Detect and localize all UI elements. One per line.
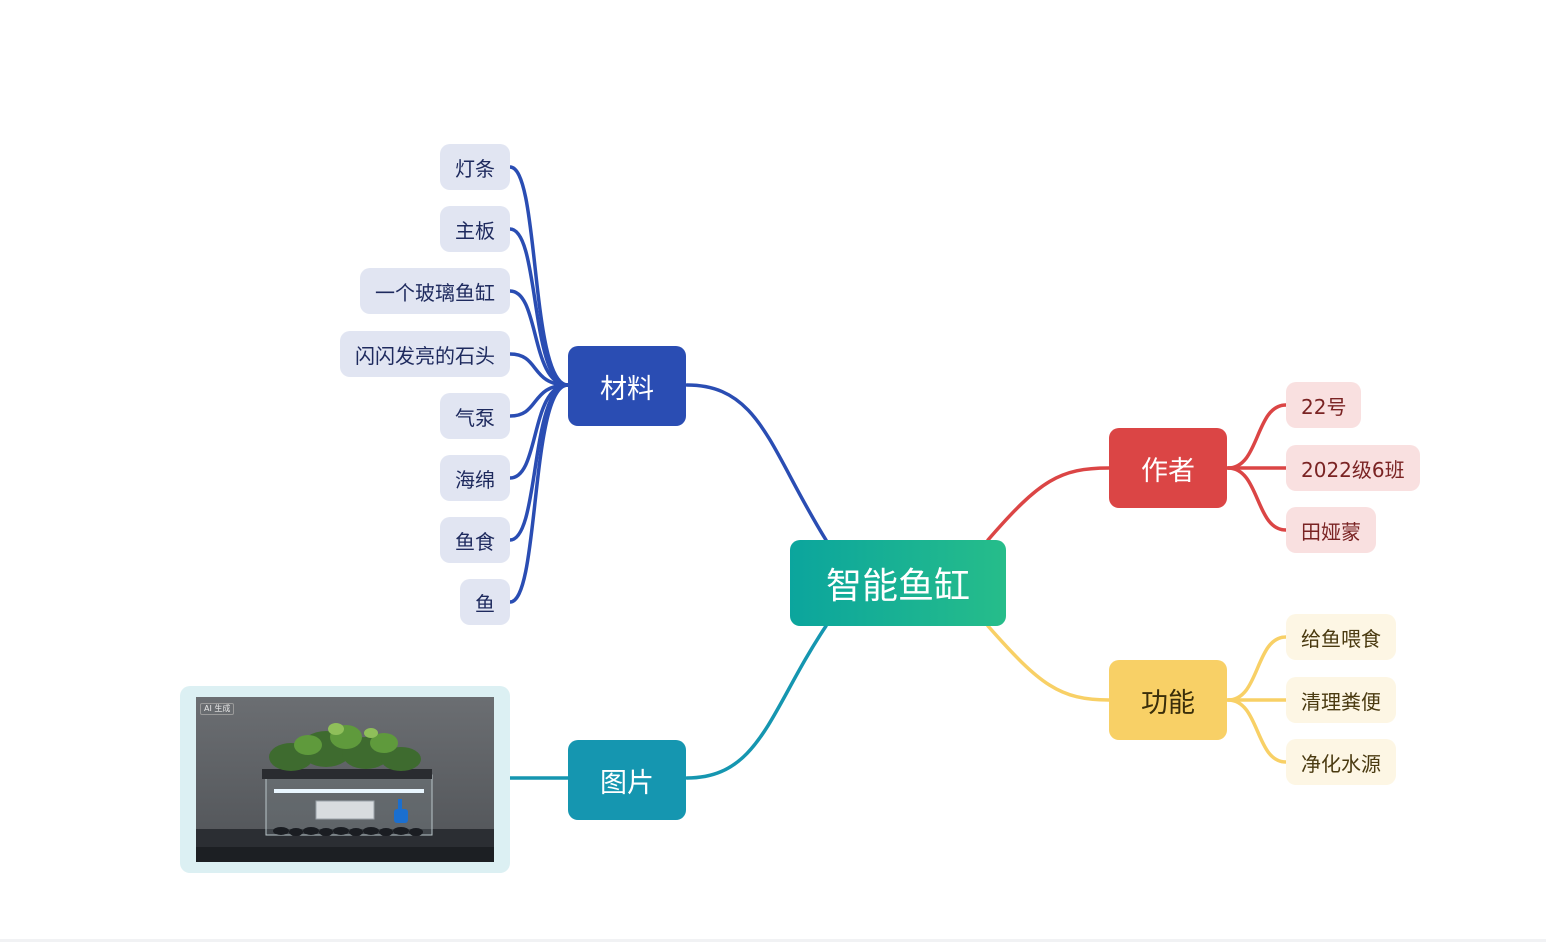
leaf-label: 净化水源: [1301, 751, 1381, 776]
leaf-label: 主板: [455, 218, 495, 243]
branch-author[interactable]: 作者: [1109, 428, 1227, 508]
link-root-author: [986, 466, 1111, 542]
leaf-author-0[interactable]: 22号: [1286, 382, 1362, 428]
root-node[interactable]: 智能鱼缸: [790, 540, 1006, 626]
link-author-0: [1226, 403, 1288, 470]
leaf-function-2[interactable]: 净化水源: [1286, 739, 1396, 785]
leaf-materials-1[interactable]: 主板: [440, 206, 510, 252]
root-label: 智能鱼缸: [825, 566, 970, 607]
branch-image-label: 图片: [600, 767, 654, 799]
leaf-label: 22号: [1301, 394, 1347, 419]
link-root-materials: [685, 383, 828, 542]
leaf-label: 鱼食: [455, 529, 495, 554]
branch-image[interactable]: 图片: [568, 740, 686, 820]
leaf-label: 清理粪便: [1301, 689, 1381, 714]
link-materials-7: [508, 383, 570, 604]
leaf-function-1[interactable]: 清理粪便: [1286, 677, 1396, 723]
link-root-image: [685, 624, 828, 780]
leaf-materials-5[interactable]: 海绵: [440, 455, 510, 501]
leaf-materials-2[interactable]: 一个玻璃鱼缸: [360, 268, 510, 314]
ai-generated-badge: AI 生成: [200, 703, 235, 715]
link-materials-1: [508, 227, 570, 387]
leaf-materials-6[interactable]: 鱼食: [440, 517, 510, 563]
leaf-label: 田娅蒙: [1301, 519, 1361, 544]
leaf-label: 海绵: [455, 467, 495, 492]
branch-author-label: 作者: [1141, 455, 1195, 487]
branch-function-label: 功能: [1141, 687, 1195, 719]
leaf-materials-3[interactable]: 闪闪发亮的石头: [340, 331, 510, 377]
leaf-label: 给鱼喂食: [1301, 626, 1381, 651]
leaf-materials-4[interactable]: 气泵: [440, 393, 510, 439]
link-materials-3: [508, 352, 570, 387]
image-card[interactable]: AI 生成: [180, 686, 510, 873]
aquarium-image: AI 生成: [196, 697, 494, 862]
leaf-label: 2022级6班: [1301, 457, 1405, 482]
leaf-author-2[interactable]: 田娅蒙: [1286, 507, 1376, 553]
link-function-2: [1226, 698, 1288, 764]
link-root-function: [986, 624, 1111, 702]
leaf-materials-7[interactable]: 鱼: [460, 579, 510, 625]
link-materials-2: [508, 289, 570, 387]
leaf-label: 一个玻璃鱼缸: [375, 280, 495, 305]
branch-materials[interactable]: 材料: [568, 346, 686, 426]
branch-function[interactable]: 功能: [1109, 660, 1227, 740]
bottom-scroll-bar: [0, 939, 1546, 942]
leaf-label: 闪闪发亮的石头: [355, 343, 495, 368]
aquarium-illustration: [196, 697, 494, 862]
leaf-label: 灯条: [455, 156, 495, 181]
link-function-0: [1226, 635, 1288, 702]
leaf-label: 气泵: [455, 405, 495, 430]
leaf-materials-0[interactable]: 灯条: [440, 144, 510, 190]
link-author-2: [1226, 466, 1288, 532]
leaf-author-1[interactable]: 2022级6班: [1286, 445, 1420, 491]
branch-materials-label: 材料: [600, 373, 654, 405]
leaf-label: 鱼: [475, 591, 495, 616]
leaf-function-0[interactable]: 给鱼喂食: [1286, 614, 1396, 660]
